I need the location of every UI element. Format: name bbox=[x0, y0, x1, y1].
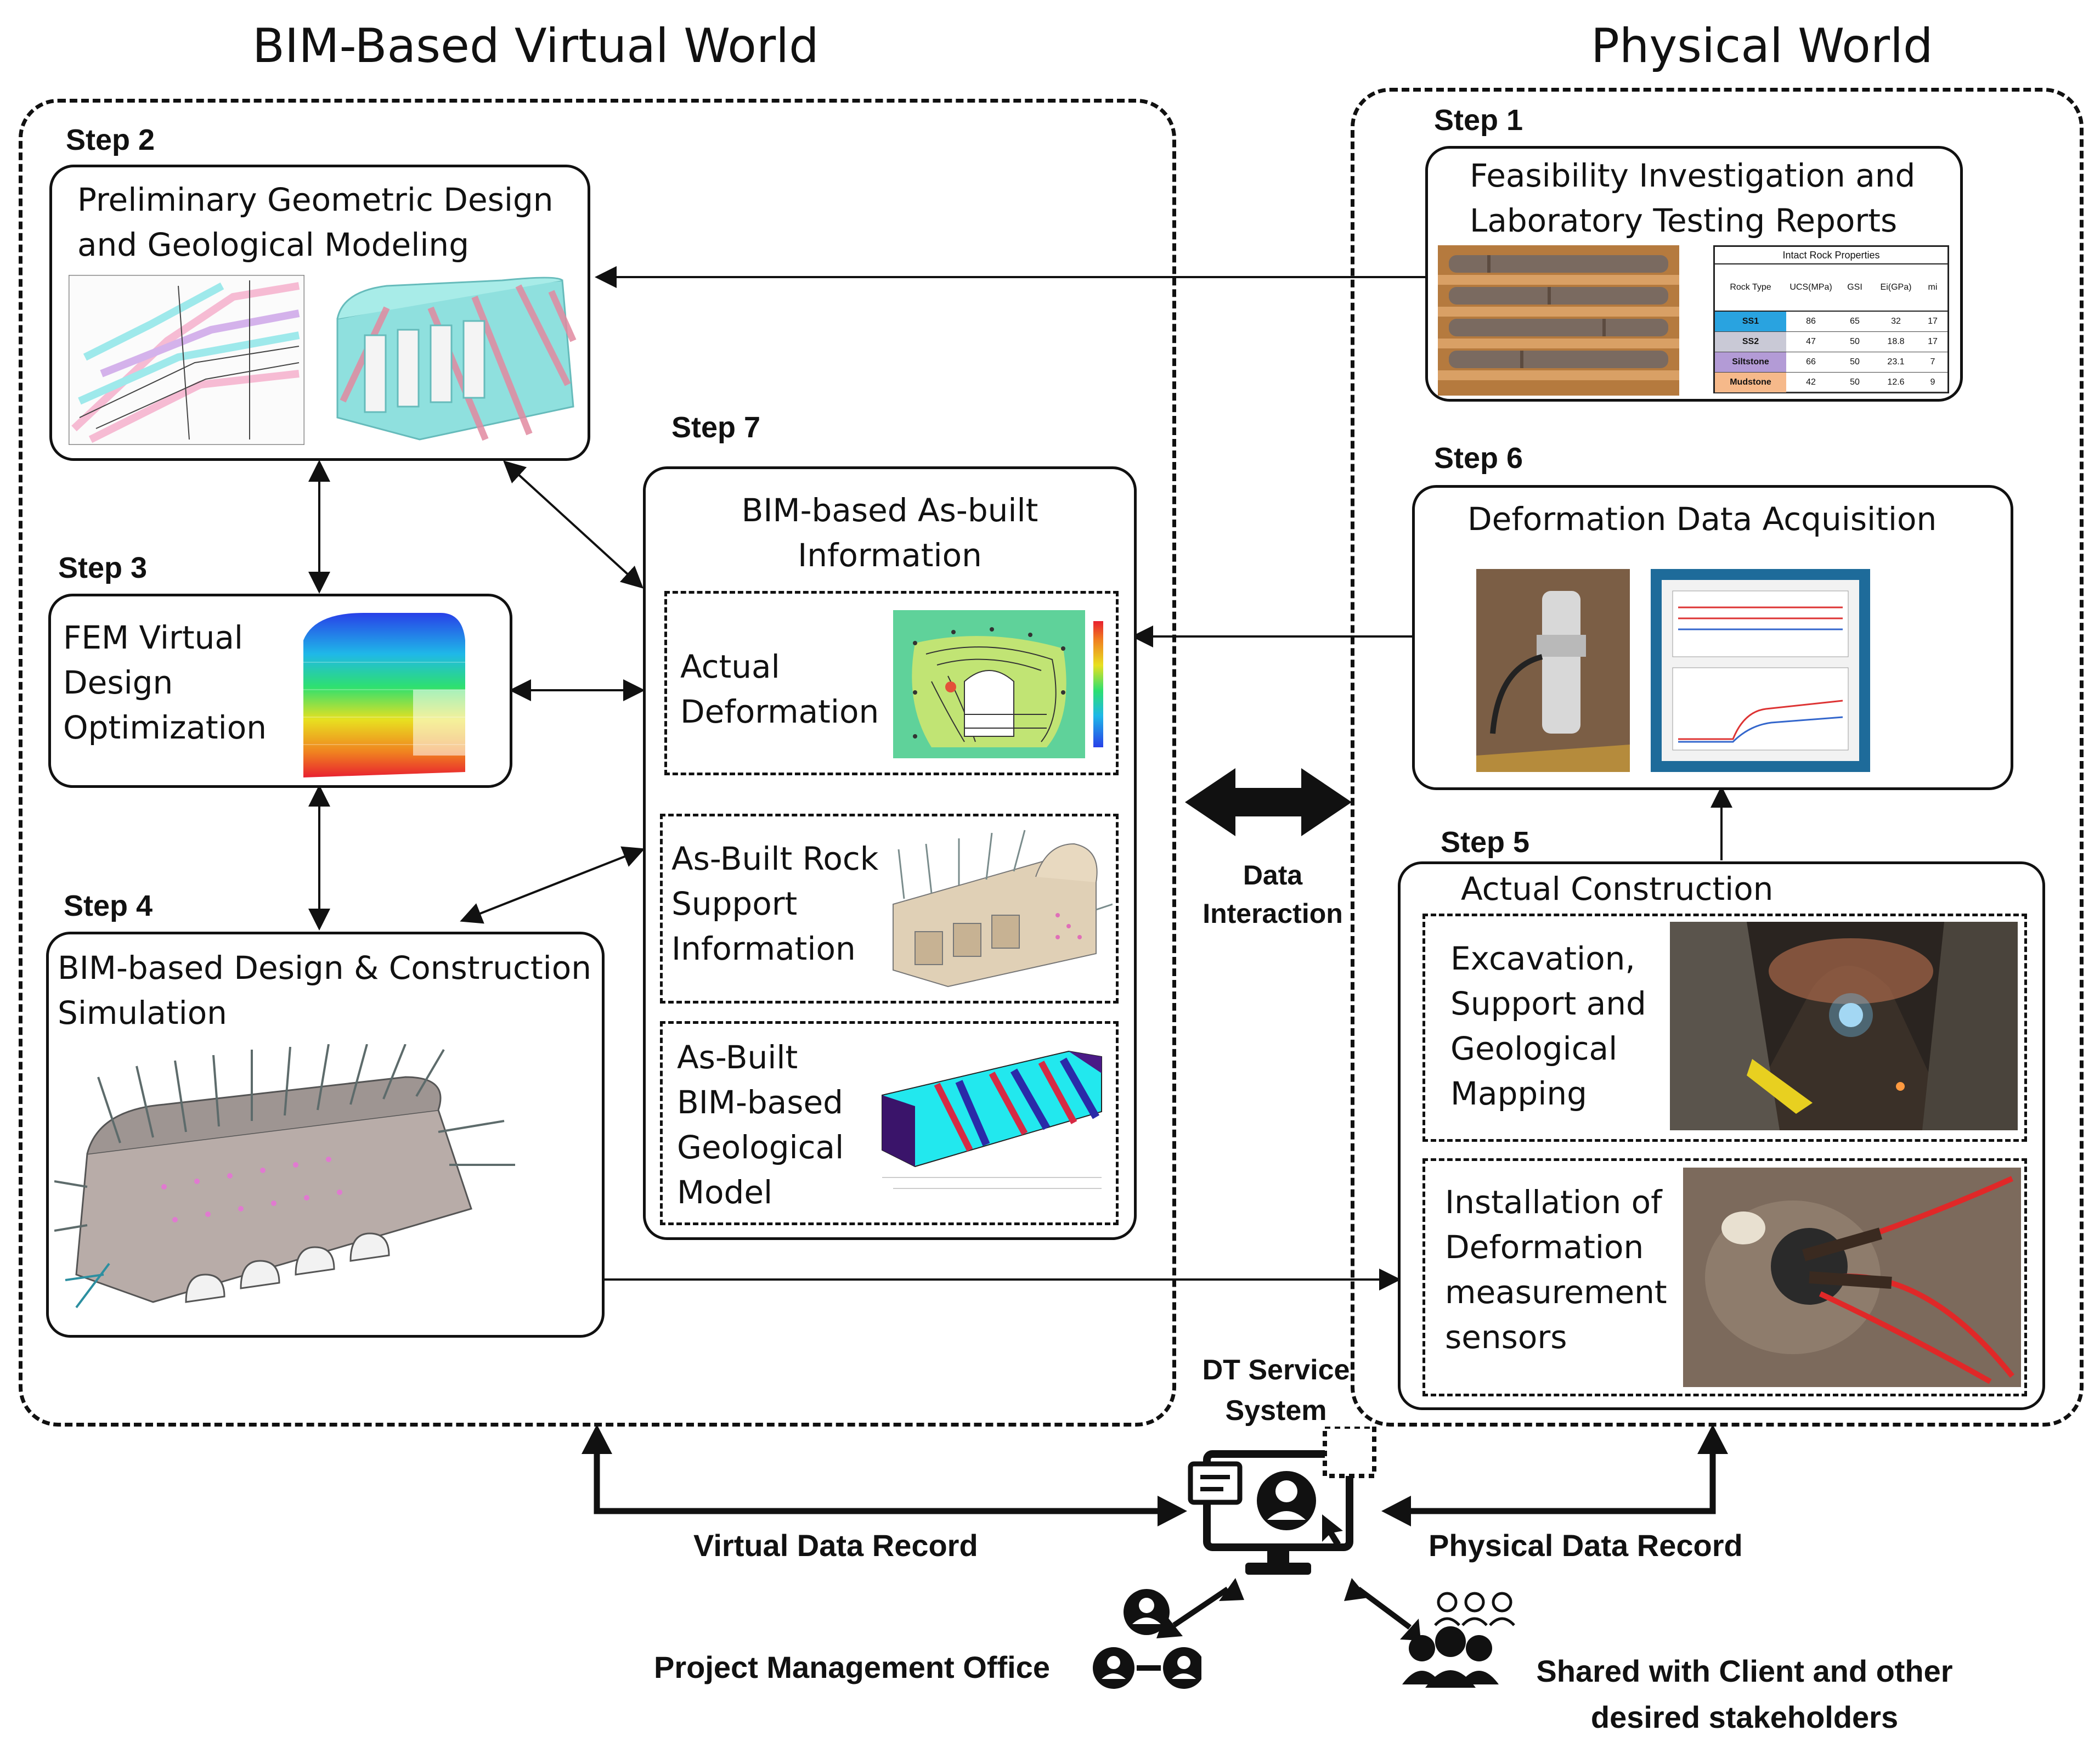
rock-value-cell: 18.8 bbox=[1887, 337, 1905, 346]
construction-simulation-model bbox=[54, 1044, 515, 1309]
rock-type-cell: SS1 bbox=[1715, 312, 1786, 331]
rock-value-cell: 50 bbox=[1850, 377, 1860, 387]
rock-value-cell: 50 bbox=[1850, 357, 1860, 367]
physical-data-record-label: Physical Data Record bbox=[1429, 1528, 1743, 1563]
rock-value-cell: 7 bbox=[1930, 357, 1935, 367]
cavern-geological-model bbox=[336, 277, 577, 441]
rock-value-cell: 12.6 bbox=[1887, 377, 1905, 387]
rock-value-cell: 66 bbox=[1806, 357, 1816, 367]
step6-label: Step 6 bbox=[1434, 442, 1523, 475]
arrow-step2-step7 bbox=[503, 460, 643, 589]
step2-label: Step 2 bbox=[66, 123, 155, 156]
step7-label: Step 7 bbox=[671, 411, 761, 444]
data-interaction-arrow bbox=[1185, 768, 1352, 836]
virtual-world-title: BIM-Based Virtual World bbox=[252, 19, 819, 74]
geological-model-3d bbox=[882, 1050, 1102, 1189]
rock-value-cell: 86 bbox=[1806, 317, 1816, 326]
step6-box: Deformation Data Acquisition bbox=[1412, 485, 2013, 790]
data-acquisition-screen-photo bbox=[1651, 569, 1870, 772]
rock-type-cell: SS2 bbox=[1715, 332, 1786, 352]
rock-value-cell: 32 bbox=[1891, 317, 1901, 326]
person-icon bbox=[1257, 1471, 1316, 1530]
rock-table-row: Siltstone 66 50 23.1 7 bbox=[1715, 352, 1947, 373]
rock-table-row: SS2 47 50 18.8 17 bbox=[1715, 332, 1947, 352]
rock-value-cell: 42 bbox=[1806, 377, 1816, 387]
rock-properties-table: Intact Rock Properties Rock Type UCS(MPa… bbox=[1713, 245, 1949, 393]
rock-value-cell: 47 bbox=[1806, 337, 1816, 346]
rock-table-row: SS1 86 65 32 17 bbox=[1715, 312, 1947, 332]
step4-label: Step 4 bbox=[64, 889, 153, 922]
arrow-step4-step7 bbox=[460, 846, 645, 924]
virtual-data-record-label: Virtual Data Record bbox=[693, 1528, 978, 1563]
rock-value-cell: 50 bbox=[1850, 337, 1860, 346]
fem-contour-model bbox=[303, 613, 465, 777]
cursor-icon bbox=[1322, 1514, 1343, 1546]
step5-text: Actual Construction bbox=[1461, 870, 1774, 908]
rock-support-model bbox=[893, 830, 1113, 988]
stakeholders-group-icon bbox=[1402, 1592, 1515, 1688]
step6-text: Deformation Data Acquisition bbox=[1467, 500, 1937, 538]
rock-table-title: Intact Rock Properties bbox=[1715, 247, 1947, 264]
virtual-world-region bbox=[19, 99, 1176, 1427]
deformation-contour-plot bbox=[893, 610, 1103, 758]
physical-record-line bbox=[1393, 1438, 1716, 1514]
extensometer-photo bbox=[1476, 569, 1630, 772]
sensor-installation-photo bbox=[1683, 1168, 2021, 1387]
physical-world-title: Physical World bbox=[1591, 19, 1933, 74]
rock-value-cell: 65 bbox=[1850, 317, 1860, 326]
rock-table-row: Mudstone 42 50 12.6 9 bbox=[1715, 373, 1947, 393]
step3-label: Step 3 bbox=[58, 551, 148, 584]
virtual-record-line bbox=[594, 1438, 1175, 1514]
rock-table-header: Rock Type UCS(MPa) GSI Ei(GPa) mi bbox=[1715, 264, 1947, 312]
alignment-plan-drawing bbox=[69, 275, 304, 445]
tunnel-excavation-photo bbox=[1670, 922, 2018, 1130]
rock-type-cell: Siltstone bbox=[1715, 352, 1786, 372]
document-icon bbox=[1188, 1461, 1243, 1505]
pmo-label: Project Management Office bbox=[654, 1650, 1050, 1684]
step5-box: Actual Construction Excavation,Support a… bbox=[1398, 861, 2045, 1410]
rock-value-cell: 9 bbox=[1930, 377, 1935, 387]
monitor-icon bbox=[1188, 1427, 1376, 1575]
rock-value-cell: 23.1 bbox=[1887, 357, 1905, 367]
rock-value-cell: 17 bbox=[1928, 317, 1938, 326]
physical-world-region bbox=[1351, 88, 2084, 1427]
step5-label: Step 5 bbox=[1441, 826, 1530, 859]
step1-label: Step 1 bbox=[1434, 104, 1523, 137]
pmo-network-icon bbox=[1093, 1589, 1201, 1689]
rock-core-box-photo bbox=[1438, 245, 1679, 396]
rock-value-cell: 17 bbox=[1928, 337, 1938, 346]
rock-type-cell: Mudstone bbox=[1715, 373, 1786, 392]
